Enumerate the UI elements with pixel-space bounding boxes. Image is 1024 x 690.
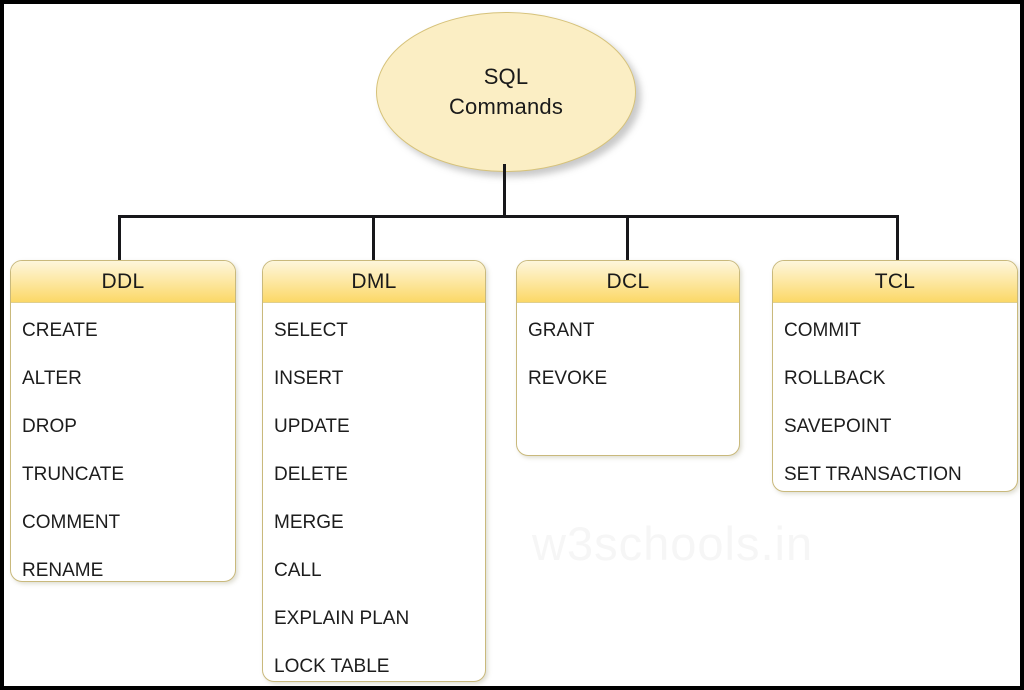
list-item: EXPLAIN PLAN: [274, 608, 410, 629]
category-header-label-tcl: TCL: [874, 269, 916, 293]
list-item: LOCK TABLE: [274, 656, 390, 677]
category-header-dml: DML: [263, 261, 485, 303]
list-item: TRUNCATE: [22, 464, 125, 485]
category-header-label-ddl: DDL: [101, 269, 145, 293]
list-item: RENAME: [22, 560, 104, 581]
connector-drop-dcl: [626, 215, 629, 262]
watermark: w3schools.in: [532, 517, 814, 570]
category-header-tcl: TCL: [773, 261, 1017, 303]
list-item: SET TRANSACTION: [784, 464, 962, 485]
root-node-sql-commands: SQL Commands: [376, 12, 636, 172]
category-box-dcl: DCL GRANT REVOKE: [516, 260, 740, 456]
list-item: UPDATE: [274, 416, 350, 437]
list-item: ALTER: [22, 368, 82, 389]
category-header-label-dml: DML: [351, 269, 397, 293]
category-items-dml: SELECT INSERT UPDATE DELETE MERGE CALL E…: [263, 303, 485, 681]
list-item: DELETE: [274, 464, 348, 485]
list-item: REVOKE: [528, 368, 608, 389]
connector-drop-tcl: [896, 215, 899, 262]
connector-stem: [503, 164, 506, 218]
list-item: SELECT: [274, 320, 348, 341]
category-box-dml: DML SELECT INSERT UPDATE DELETE MERGE CA…: [262, 260, 486, 682]
category-box-tcl: TCL COMMIT ROLLBACK SAVEPOINT SET TRANSA…: [772, 260, 1018, 492]
list-item: CREATE: [22, 320, 98, 341]
list-item: MERGE: [274, 512, 344, 533]
category-items-tcl: COMMIT ROLLBACK SAVEPOINT SET TRANSACTIO…: [773, 303, 1017, 491]
list-item: INSERT: [274, 368, 344, 389]
connector-horizontal-bar: [118, 215, 899, 218]
category-items-dcl: GRANT REVOKE: [517, 303, 739, 410]
category-box-ddl: DDL CREATE ALTER DROP TRUNCATE COMMENT R…: [10, 260, 236, 582]
list-item: CALL: [274, 560, 322, 581]
category-items-ddl: CREATE ALTER DROP TRUNCATE COMMENT RENAM…: [11, 303, 235, 581]
list-item: DROP: [22, 416, 77, 437]
connector-drop-ddl: [118, 215, 121, 262]
root-node-label: SQL Commands: [448, 64, 564, 119]
list-item: ROLLBACK: [784, 368, 886, 389]
connector-drop-dml: [372, 215, 375, 262]
list-item: COMMENT: [22, 512, 121, 533]
category-header-ddl: DDL: [11, 261, 235, 303]
category-header-dcl: DCL: [517, 261, 739, 303]
list-item: GRANT: [528, 320, 595, 341]
list-item: COMMIT: [784, 320, 862, 341]
list-item: SAVEPOINT: [784, 416, 892, 437]
category-header-label-dcl: DCL: [606, 269, 650, 293]
